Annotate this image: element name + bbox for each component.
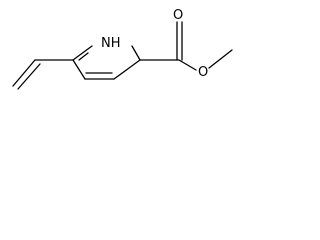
atom-label-carbonyl-oxygen: O	[173, 8, 183, 23]
bond-ester-o-methyl	[208, 49, 233, 69]
bond-vinyl-double-b	[17, 63, 41, 90]
atom-label-ester-oxygen: O	[198, 65, 208, 80]
bond-c3-c2	[72, 59, 86, 80]
atom-label-nh: NH	[101, 36, 121, 51]
bond-c2-n	[72, 45, 93, 61]
bond-n-c5	[131, 45, 141, 61]
bond-c2-c3-inner	[78, 52, 89, 61]
bond-carbonyl-ester-o	[178, 59, 197, 71]
bond-vinyl-double-a	[12, 59, 36, 87]
structure-diagram: NH O O	[12, 8, 233, 90]
bond-c5-c4	[113, 59, 141, 80]
molecule-canvas: NH O O	[0, 0, 238, 122]
